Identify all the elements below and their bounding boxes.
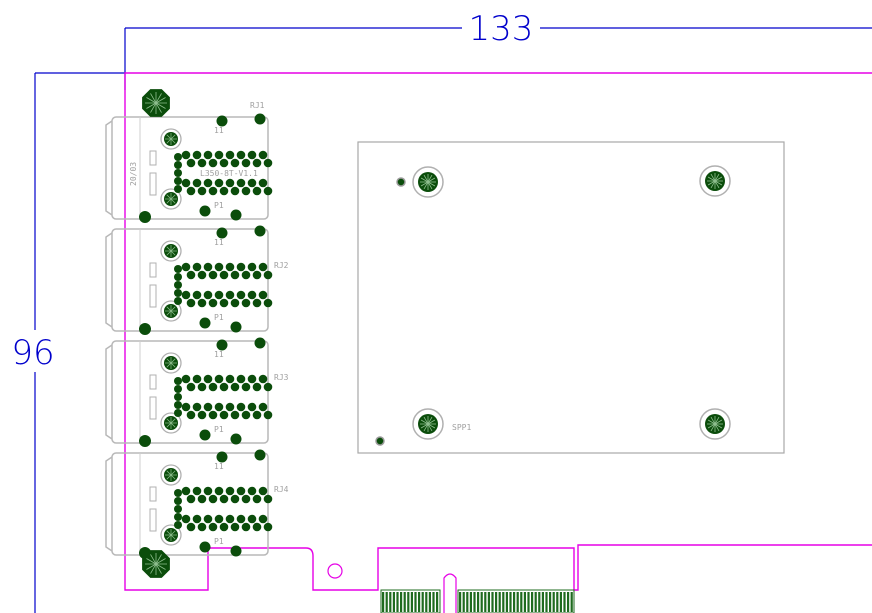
- led-mount-2: [160, 524, 182, 546]
- led-mount-1: [160, 240, 182, 262]
- pin-label-top: 11: [214, 350, 224, 359]
- led-mount-2: [160, 188, 182, 210]
- led-mount-1: [160, 464, 182, 486]
- mounting-hole: [327, 563, 343, 579]
- bracket-screws: [142, 89, 170, 578]
- led-mount-1: [160, 128, 182, 150]
- dimension-height: 96: [11, 72, 125, 613]
- date-code-label: 20/03: [129, 162, 138, 186]
- connector-label: RJ2: [274, 261, 289, 270]
- led-mount-1: [160, 352, 182, 374]
- led-mount-2: [160, 300, 182, 322]
- connector-label: RJ4: [274, 485, 289, 494]
- heatsink-screws: [412, 165, 731, 440]
- pin-label-top: 11: [214, 462, 224, 471]
- gold-fingers: [380, 589, 575, 613]
- height-dimension-label: 96: [11, 333, 54, 373]
- chip-outline: [357, 141, 785, 454]
- fiducial-bottom: [375, 436, 385, 446]
- finger-group-2: [457, 589, 575, 613]
- pin-label-bottom: P1: [214, 313, 224, 322]
- dimension-width: 133: [124, 9, 872, 90]
- bracket-screw-2: [142, 550, 170, 578]
- pin-label-bottom: P1: [214, 537, 224, 546]
- heatsink-screw-1: [412, 166, 444, 198]
- heatsink-screw-2: [699, 165, 731, 197]
- pin-label-bottom: P1: [214, 201, 224, 210]
- width-dimension-label: 133: [469, 9, 534, 49]
- fiducial-top: [396, 177, 406, 187]
- heatsink-screw-3: [412, 408, 444, 440]
- pcie-key-notch: [443, 573, 457, 613]
- bracket-screw-1: [142, 89, 170, 117]
- heatsink-screw-4: [699, 408, 731, 440]
- led-mount-2: [160, 412, 182, 434]
- pin-label-top: 11: [214, 126, 224, 135]
- board-id-label: L350-8T-V1.1: [200, 169, 258, 178]
- connector-label: RJ3: [274, 373, 289, 382]
- connector-label: RJ1: [250, 101, 265, 110]
- finger-group-1: [380, 589, 441, 613]
- pin-label-top: 11: [214, 238, 224, 247]
- spp-label: SPP1: [452, 423, 471, 432]
- pin-label-bottom: P1: [214, 425, 224, 434]
